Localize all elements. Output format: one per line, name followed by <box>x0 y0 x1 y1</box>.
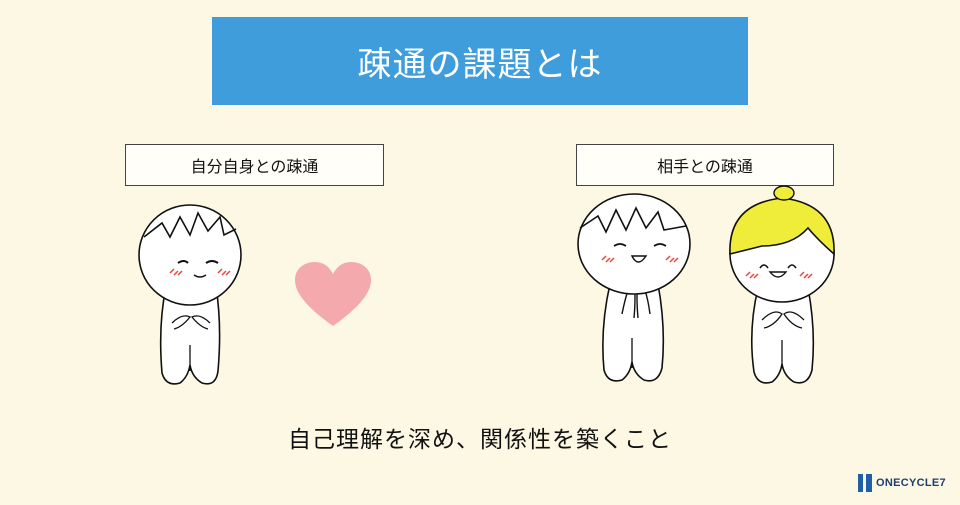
logo: ONECYCLE7 <box>858 473 946 493</box>
logo-mark-icon <box>858 474 872 492</box>
self-communication-label: 自分自身との疎通 <box>125 144 384 186</box>
logo-text: ONECYCLE7 <box>876 477 946 489</box>
page-title: 疎通の課題とは <box>357 44 603 85</box>
caption: 自己理解を深め、関係性を築くこと <box>288 427 672 453</box>
title-banner: 疎通の課題とは <box>212 17 748 105</box>
boy-character-icon <box>577 193 691 382</box>
heart-icon <box>295 262 371 326</box>
other-communication-label: 相手との疎通 <box>576 144 834 186</box>
smiling-character-icon <box>138 204 242 385</box>
girl-character-icon <box>729 185 835 384</box>
